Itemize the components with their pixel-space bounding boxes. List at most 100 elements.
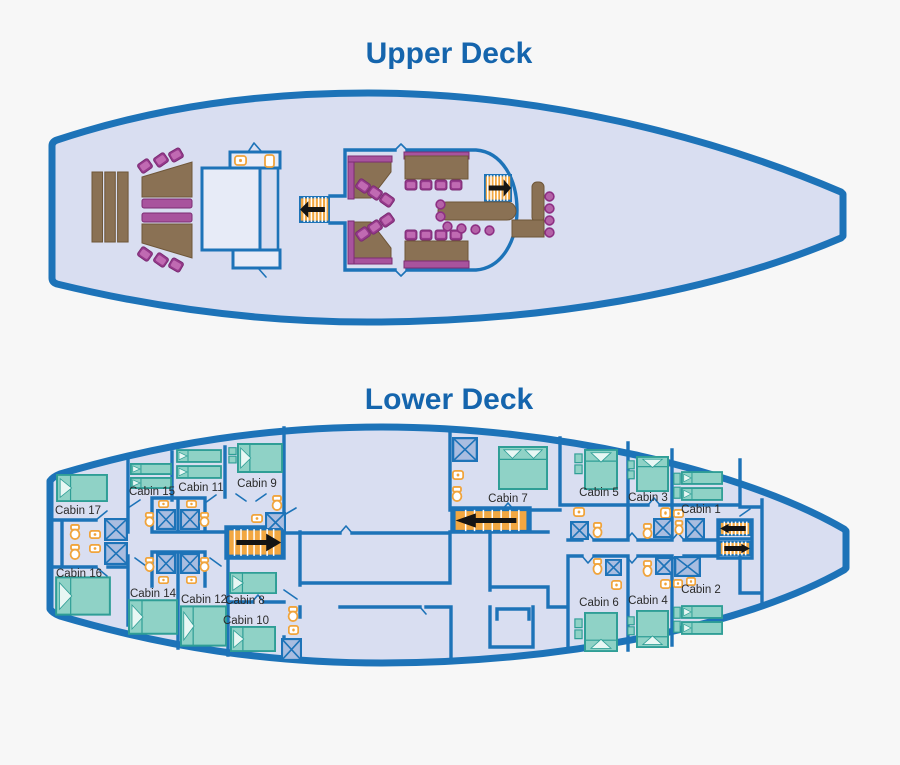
stairs-icon [719, 541, 751, 556]
cabin-label: Cabin 10 [223, 615, 269, 627]
bed [584, 449, 618, 490]
shower-icon [655, 557, 673, 575]
sink-icon [186, 500, 197, 508]
bed [584, 612, 618, 652]
toilet-icon [69, 524, 81, 540]
shower-icon [156, 509, 176, 530]
cabin-label: Cabin 2 [681, 584, 721, 596]
sink-icon [234, 155, 247, 166]
sink-icon [611, 580, 622, 590]
shower-icon [104, 542, 128, 565]
toilet-icon [592, 522, 603, 538]
bed [636, 610, 669, 648]
shower-icon [104, 518, 128, 541]
bed [237, 443, 283, 473]
bar-stool-icon [484, 225, 495, 236]
wheelhouse [200, 142, 282, 278]
toilet-icon [451, 486, 463, 502]
aft-bench-slats [91, 171, 129, 243]
shower-icon [452, 437, 478, 462]
bar-stool-icon [544, 191, 555, 202]
shower-icon [570, 521, 589, 540]
shower-icon [156, 553, 176, 574]
bar-stool-icon [442, 221, 453, 232]
lower-deck-title: Lower Deck [365, 383, 534, 416]
cabin-label: Cabin 1 [681, 504, 721, 516]
shower-icon [281, 638, 302, 661]
bed [180, 605, 227, 647]
aft-lounge [136, 146, 193, 274]
stairs-icon [484, 175, 511, 201]
shower-icon [605, 559, 622, 576]
sink-icon [158, 576, 169, 584]
cabin-label: Cabin 17 [55, 505, 101, 517]
lower-deck-plan: Lower Deck [46, 383, 850, 667]
toilet-icon [642, 560, 653, 577]
stairs-icon [719, 521, 751, 536]
cabin-label: Cabin 11 [178, 482, 223, 494]
bed [56, 474, 108, 502]
bed [130, 463, 172, 475]
cabin-label: Cabin 9 [237, 478, 277, 490]
sink-icon [573, 507, 585, 517]
upper-deck-title: Upper Deck [366, 37, 533, 70]
bar-stool-icon [456, 223, 467, 234]
toilet-icon [287, 606, 299, 622]
sink-icon [251, 514, 263, 523]
bar-stool-icon [435, 199, 446, 210]
cabin-label: Cabin 15 [129, 486, 175, 498]
toilet-icon [199, 557, 210, 572]
cabin-labels: Cabin 17 Cabin 15 Cabin 11 Cabin 9 Cabin… [55, 478, 721, 627]
cabin-label: Cabin 12 [181, 594, 227, 606]
bed [176, 465, 222, 479]
shower-icon [674, 556, 701, 577]
bed [681, 621, 723, 635]
sink-icon [288, 625, 299, 635]
toilet-icon [264, 154, 275, 168]
toilet-icon [144, 557, 155, 572]
sink-icon [186, 576, 197, 584]
toilet-icon [144, 512, 155, 527]
bed [128, 599, 178, 635]
saloon-sofa-aft [347, 211, 396, 265]
stairs-icon [454, 510, 527, 531]
cabin-label: Cabin 3 [628, 492, 668, 504]
bed [681, 605, 723, 619]
toilet-icon [642, 523, 653, 539]
cabin-label: Cabin 5 [579, 487, 619, 499]
lower-deck-walls [51, 426, 764, 664]
toilet-icon [592, 558, 603, 575]
sink-icon [452, 470, 464, 480]
cabin-label: Cabin 7 [488, 493, 528, 505]
shower-icon [180, 509, 200, 530]
deckhouse-walls [328, 148, 519, 272]
sink-icon [89, 544, 101, 553]
bed [55, 576, 111, 616]
cabin-label: Cabin 16 [56, 568, 102, 580]
shower-icon [180, 553, 200, 574]
saloon-sofa-forward [347, 155, 396, 209]
bar-stool-icon [470, 224, 481, 235]
cabin-label: Cabin 6 [579, 597, 619, 609]
bed-double [498, 446, 548, 490]
shower-icon [685, 518, 705, 540]
bed [229, 572, 277, 594]
bar-stool-icon [544, 203, 555, 214]
sink-icon [660, 579, 671, 589]
bed [230, 626, 276, 652]
bed [176, 449, 222, 463]
cabin-label: Cabin 4 [628, 595, 668, 607]
upper-deck-plan: Upper Deck [48, 37, 847, 326]
bar-stool-icon [544, 215, 555, 226]
stairs-icon [300, 197, 330, 222]
dining-table-starboard [403, 229, 470, 269]
bed [681, 487, 723, 501]
sink-icon [660, 507, 671, 519]
dining-table-port [403, 151, 470, 191]
toilet-icon [271, 495, 283, 511]
toilet-icon [199, 512, 210, 527]
sink-icon [89, 530, 101, 539]
toilet-icon [674, 520, 684, 535]
